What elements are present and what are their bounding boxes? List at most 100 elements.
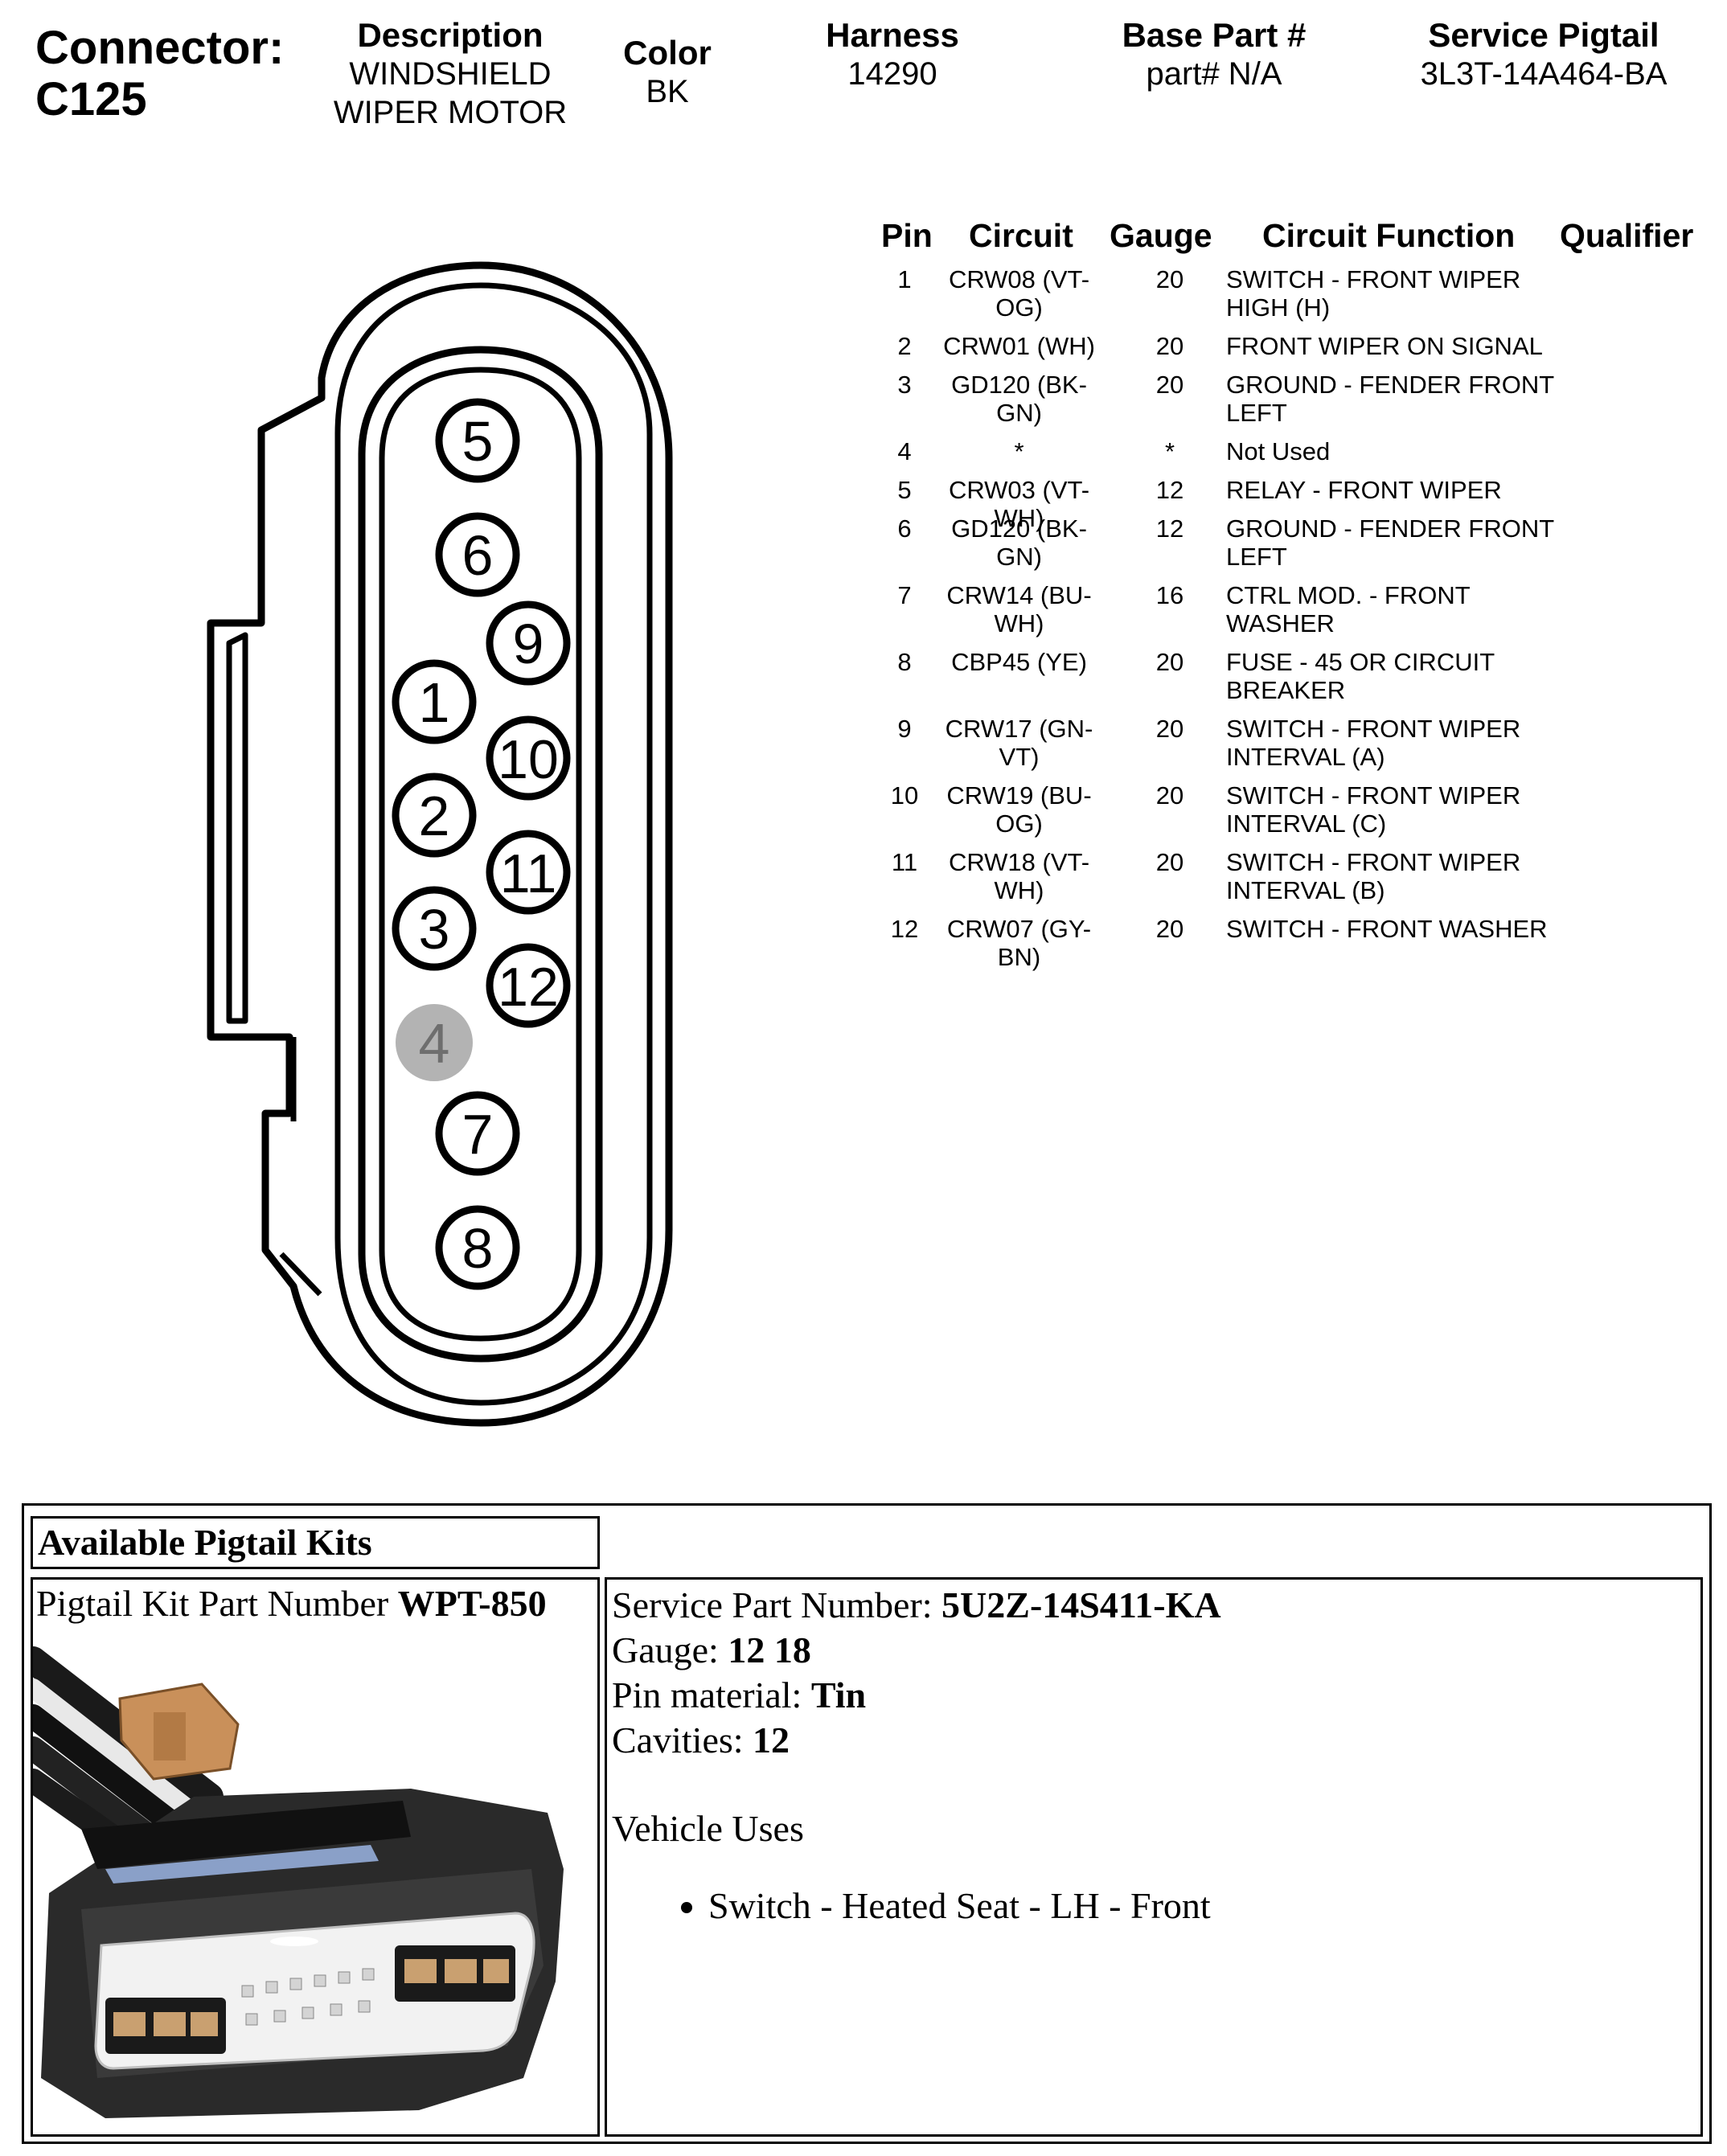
cavities-label: Cavities:	[612, 1719, 753, 1760]
connector-label: Connector:	[35, 22, 285, 74]
gauge-line: Gauge: 12 18	[612, 1628, 1696, 1673]
pin-number-label: 12	[498, 957, 559, 1018]
circuit-function-cell: GROUND - FENDER FRONT LEFT	[1226, 514, 1554, 571]
connector-cavity-inner-wall	[379, 367, 582, 1342]
pigtail-kits-title: Available Pigtail Kits	[31, 1516, 600, 1569]
header-pin: Pin	[881, 217, 933, 254]
service-pigtail-value: 3L3T-14A464-BA	[1420, 56, 1668, 92]
pin-number-label: 7	[462, 1103, 494, 1166]
pin-cavity-1	[392, 659, 477, 744]
gauge-cell: 16	[1155, 581, 1184, 609]
gauge-cell: 20	[1155, 371, 1184, 399]
gauge-label: Gauge:	[612, 1629, 728, 1670]
pin-number-label: 5	[462, 410, 494, 473]
connector-id: C125	[35, 73, 147, 125]
pigtail-photo	[33, 1646, 564, 2118]
circuit-cell: CBP45 (YE)	[951, 648, 1087, 676]
circuit-cell: CRW01 (WH)	[943, 332, 1095, 360]
pin-cell: 4	[897, 437, 912, 465]
pin-number-label: 6	[462, 524, 494, 587]
harness-column: Harness 14290	[796, 16, 989, 93]
circuit-function-cell: SWITCH - FRONT WASHER	[1226, 915, 1548, 943]
pin-number-label: 11	[500, 843, 557, 904]
color-label: Color	[623, 34, 712, 72]
pin-cavity-3	[392, 886, 477, 971]
gauge-cell: 12	[1155, 514, 1184, 543]
pin-material-value: Tin	[810, 1674, 867, 1715]
table-row: 11 CRW18 (VT-WH) 20 SWITCH - FRONT WIPER IN…	[868, 848, 1721, 904]
gauge-cell: 20	[1155, 715, 1184, 743]
connector-housing-rim	[334, 282, 653, 1406]
pin-cell: 9	[897, 715, 912, 743]
circuit-function-cell: CTRL MOD. - FRONT WASHER	[1226, 581, 1471, 637]
connector-cavity-wall	[358, 346, 603, 1363]
pigtail-kit-card: Pigtail Kit Part Number WPT-850	[31, 1577, 600, 2137]
circuit-function-cell: SWITCH - FRONT WIPER HIGH (H)	[1226, 265, 1521, 322]
pigtail-kits-section	[22, 1503, 1712, 2144]
circuit-cell: CRW03 (VT-WH)	[948, 476, 1090, 532]
gauge-cell: 20	[1155, 332, 1184, 360]
table-row: 2 CRW01 (WH) 20 FRONT WIPER ON SIGNAL	[868, 332, 1721, 360]
pin-cavity-6	[435, 512, 520, 597]
pin-cavity-10	[486, 715, 571, 801]
pin-cavity-11	[486, 830, 571, 915]
table-row: 10 CRW19 (BU-OG) 20 SWITCH - FRONT WIPER IN…	[868, 781, 1721, 838]
header-circuit: Circuit	[969, 217, 1073, 254]
base-part-column: Base Part # part# N/A	[1101, 16, 1327, 93]
gauge-value: 12 18	[728, 1629, 811, 1670]
base-part-label: Base Part #	[1122, 16, 1307, 54]
circuit-cell: CRW19 (BU-OG)	[946, 781, 1092, 838]
pin-cell: 8	[897, 648, 912, 676]
circuit-function-cell: SWITCH - FRONT WIPER INTERVAL (C)	[1226, 781, 1521, 838]
kit-part-number-line: Pigtail Kit Part Number WPT-850	[33, 1580, 597, 1628]
gauge-cell: 20	[1155, 265, 1184, 293]
service-pigtail-column: Service Pigtail 3L3T-14A464-BA	[1383, 16, 1704, 93]
gauge-cell: 20	[1155, 781, 1184, 810]
pin-cavity-7	[435, 1091, 520, 1176]
connector-latch-detail	[226, 632, 322, 1297]
pin-cell: 11	[891, 848, 918, 876]
pin-cavity-8	[435, 1205, 520, 1290]
circuit-function-cell: FUSE - 45 OR CIRCUIT BREAKER	[1226, 648, 1495, 704]
color-column: Color BK	[611, 34, 724, 111]
pin-material-line: Pin material: Tin	[612, 1673, 1696, 1718]
description-value-line1: WINDSHIELD	[349, 56, 552, 92]
cavities-line: Cavities: 12	[612, 1718, 1696, 1763]
gauge-cell: 20	[1155, 648, 1184, 676]
circuit-cell: GD120 (BK-GN)	[951, 371, 1087, 427]
table-row: 6 GD120 (BK-GN) 12 GROUND - FENDER FRONT LE…	[868, 514, 1721, 571]
base-part-value: part# N/A	[1146, 56, 1282, 92]
gauge-cell: 12	[1155, 476, 1184, 504]
pin-number-label: 1	[419, 671, 450, 734]
circuit-cell: CRW18 (VT-WH)	[948, 848, 1090, 904]
circuit-cell: CRW17 (GN-VT)	[945, 715, 1093, 771]
vehicle-uses-label: Vehicle Uses	[612, 1808, 804, 1849]
pin-cell: 2	[897, 332, 912, 360]
pin-cavity-4	[396, 1004, 473, 1081]
circuit-function-cell: FRONT WIPER ON SIGNAL	[1226, 332, 1543, 360]
pin-number-label: 2	[419, 785, 450, 847]
table-row: 4**Not Used	[868, 437, 1721, 465]
header-gauge: Gauge	[1110, 217, 1212, 254]
circuit-cell: GD120 (BK-GN)	[951, 514, 1087, 571]
pin-material-label: Pin material:	[612, 1674, 811, 1715]
pin-cell: 3	[897, 371, 912, 399]
pin-cell: 6	[897, 514, 912, 543]
kit-part-number: WPT-850	[397, 1583, 547, 1624]
pigtail-kit-details: Service Part Number: 5U2Z-14S411-KA Gaug…	[605, 1577, 1703, 2137]
gauge-cell: 20	[1155, 848, 1184, 876]
circuit-function-cell: SWITCH - FRONT WIPER INTERVAL (B)	[1226, 848, 1521, 904]
pin-cell: 10	[890, 781, 919, 810]
harness-label: Harness	[826, 16, 959, 54]
description-column: Description WINDSHIELD WIPER MOTOR	[306, 16, 595, 132]
pin-cavity-5	[435, 398, 520, 483]
circuit-cell: CRW08 (VT-OG)	[948, 265, 1090, 322]
